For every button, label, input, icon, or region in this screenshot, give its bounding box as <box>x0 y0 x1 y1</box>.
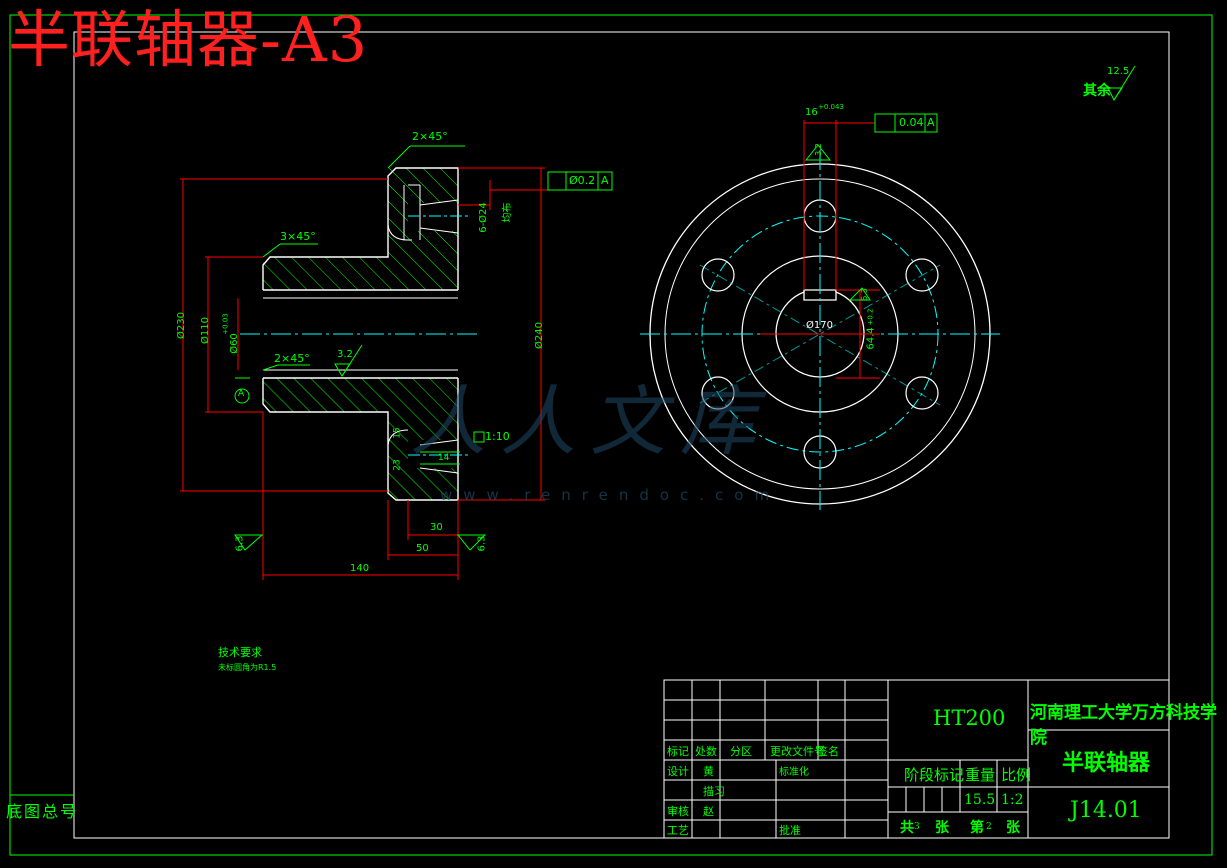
sheet-label: 第 <box>970 820 984 836</box>
bore-tol: +0.03 <box>221 313 230 335</box>
datum-letter: A <box>601 174 609 187</box>
bolt-hole-lower <box>408 440 458 468</box>
rev-mark: 标记 <box>667 745 689 758</box>
design-name: 黄 <box>703 765 714 778</box>
rev-file: 更改文件号 <box>770 745 825 758</box>
scale-label: 比例 <box>1001 766 1032 784</box>
dim-14: 14 <box>438 453 450 463</box>
chamfer-hub: 3×45° <box>280 230 316 243</box>
dim-50: 50 <box>416 543 429 554</box>
small-dim-2: 23 <box>392 459 403 471</box>
profile-bottom <box>262 378 459 501</box>
school-name: 河南理工大学万方科技学院 <box>1030 703 1217 748</box>
small-dim-1: 15 <box>392 427 403 439</box>
tech-req-title: 技术要求 <box>218 646 262 659</box>
upper-hatch <box>263 168 458 290</box>
pcd-label: Ø170 <box>806 320 833 331</box>
part-name: 半联轴器 <box>1062 750 1151 776</box>
holes-note: 均布 <box>502 202 514 223</box>
review-name: 赵 <box>703 805 714 818</box>
rev-sign: 签名 <box>817 745 839 758</box>
lower-hatch <box>263 378 458 500</box>
front-section-view <box>180 145 613 580</box>
total-label: 共 <box>900 820 914 836</box>
dim-140: 140 <box>350 563 370 574</box>
position-tol-value: Ø0.2 <box>569 174 596 187</box>
watermark-logo: 人人文库 <box>410 377 770 466</box>
diam-hub: Ø110 <box>199 317 211 344</box>
rough-key1: 3.2 <box>813 143 823 156</box>
chamfer-bore: 2×45° <box>274 352 310 365</box>
watermark-url: www.renrendoc.com <box>440 486 781 504</box>
datum-circle-letter: A <box>238 389 245 399</box>
bottom-left-label: 底图总号 <box>6 802 79 821</box>
total-zhang: 张 <box>935 820 949 836</box>
diam-outer-left: Ø230 <box>175 312 187 339</box>
rough-key2: 6.3 <box>859 288 869 301</box>
approve-label: 批准 <box>779 824 801 837</box>
chamfer-top: 2×45° <box>412 130 448 143</box>
keyway-width: 16 <box>805 107 818 118</box>
key-depth-tol: +0.2 <box>866 308 875 326</box>
tech-req-line1: 未标圆角为R1.5 <box>218 663 277 672</box>
taper-ratio: 1:10 <box>485 430 510 443</box>
bolt-hole-upper <box>408 203 458 231</box>
roughness-note-label: 其余 <box>1083 83 1111 99</box>
design-label: 设计 <box>667 765 689 778</box>
diam-bore: Ø60 <box>228 333 240 354</box>
total-sheets: 3 <box>914 822 920 832</box>
outer-border <box>9 14 1213 856</box>
roughness-note-value: 12.5 <box>1107 66 1130 77</box>
diam-flange: Ø240 <box>533 322 545 349</box>
inner-border <box>73 31 1170 839</box>
title-block-lines <box>663 679 1170 839</box>
dim-30: 30 <box>430 522 443 533</box>
sheet-title: 半联轴器-A3 <box>8 3 369 76</box>
review-label: 审核 <box>667 805 689 818</box>
roughness-left: 6.3 <box>234 535 246 552</box>
profile-top <box>262 167 459 290</box>
stage-mark: 阶段标记 <box>904 766 965 784</box>
holes-spec: 6-Ø24 <box>477 202 489 233</box>
material: HT200 <box>933 706 1006 730</box>
key-depth: 64.4 <box>865 327 877 350</box>
side-view <box>640 65 1136 510</box>
sym-tol-value: 0.04 <box>899 116 924 129</box>
draw-label: 描习 <box>703 785 725 798</box>
process-label: 工艺 <box>667 824 689 837</box>
roughness-bore: 3.2 <box>337 349 353 360</box>
sheet-number: 2 <box>986 822 992 832</box>
sym-datum: A <box>927 116 935 129</box>
rev-zone: 分区 <box>730 745 752 758</box>
roughness-right: 6.3 <box>476 535 488 552</box>
weight-value: 15.5 <box>964 792 996 808</box>
scale-value: 1:2 <box>1001 792 1024 808</box>
keyway-tol: +0.043 <box>818 103 844 111</box>
weight-label: 重量 <box>965 766 996 784</box>
standardize-label: 标准化 <box>779 767 809 778</box>
sheet-zhang: 张 <box>1006 820 1020 836</box>
rev-count: 处数 <box>695 745 717 758</box>
drawing-number: J14.01 <box>1070 798 1142 823</box>
